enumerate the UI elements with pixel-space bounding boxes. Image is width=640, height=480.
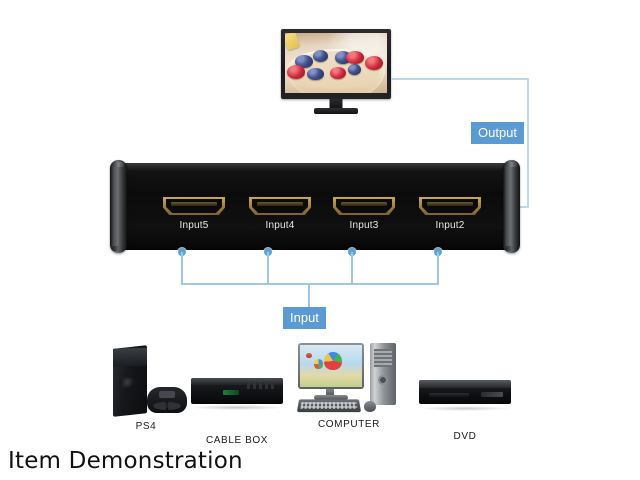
device-label: CABLE BOX — [205, 435, 269, 446]
hot-air-balloon-icon — [323, 351, 343, 371]
port-label: Input4 — [265, 220, 295, 231]
switch-port-input4[interactable]: Input4 — [237, 197, 323, 231]
device-label: PS4 — [135, 421, 157, 432]
tv-monitor — [281, 29, 391, 117]
device-label: COMPUTER — [317, 419, 381, 430]
blueberry-icon — [295, 54, 313, 68]
switch-port-input5[interactable]: Input5 — [151, 197, 237, 231]
switch-port-input3[interactable]: Input3 — [321, 197, 407, 231]
tv-stand-neck — [329, 99, 343, 109]
cable-box-buttons — [247, 383, 275, 389]
hdmi-switch: Input5 Input4 Input3 Input2 — [110, 160, 520, 253]
switch-right-edge — [503, 160, 520, 253]
hdmi-port-icon — [163, 197, 225, 215]
pc-monitor-neck — [326, 389, 334, 396]
port-label: Input3 — [349, 220, 379, 231]
pineapple-icon — [285, 33, 301, 51]
blueberry-icon — [348, 64, 362, 75]
dvd-player-icon — [417, 372, 513, 412]
ps4-controller — [147, 387, 187, 413]
page-title: Item Demonstration — [8, 448, 243, 474]
output-line-top — [391, 78, 529, 80]
pc-monitor — [298, 343, 364, 389]
dvd-display — [481, 392, 503, 397]
cable-box-shadow — [189, 405, 285, 410]
tv-bezel — [281, 29, 391, 99]
output-badge: Output — [471, 122, 525, 144]
raspberry-icon — [287, 65, 306, 80]
switch-top-edge — [122, 163, 508, 171]
input-drop-2 — [437, 252, 439, 284]
source-device-computer[interactable]: COMPUTER — [296, 341, 402, 430]
input-badge-stem — [308, 283, 310, 309]
keyboard-icon — [296, 399, 362, 413]
raspberry-icon — [329, 66, 347, 80]
port-label: Input5 — [179, 220, 209, 231]
input-drop-4 — [267, 252, 269, 284]
blueberry-icon — [307, 67, 324, 81]
output-line-right — [527, 78, 529, 208]
mouse-icon — [364, 401, 376, 412]
pc-monitor-base — [314, 395, 348, 400]
source-device-dvd[interactable]: DVD — [417, 372, 513, 442]
hdmi-port-icon — [333, 197, 395, 215]
dvd-disc-tray — [429, 393, 469, 397]
input-drop-5 — [181, 252, 183, 284]
switch-port-input2[interactable]: Input2 — [407, 197, 493, 231]
switch-port-row: Input5 Input4 Input3 Input2 — [122, 197, 508, 247]
pc-tower — [370, 343, 396, 405]
fruit-image — [285, 33, 387, 93]
port-label: Input2 — [435, 220, 465, 231]
raspberry-icon — [346, 51, 364, 65]
hdmi-port-icon — [249, 197, 311, 215]
desktop-computer-icon — [296, 341, 402, 417]
source-device-cable-box[interactable]: CABLE BOX — [187, 368, 287, 446]
hot-air-balloon-icon — [306, 352, 312, 358]
hot-air-balloon-icon — [313, 359, 323, 369]
input-badge: Input — [283, 307, 326, 329]
device-label: DVD — [453, 431, 477, 442]
hdmi-port-icon — [419, 197, 481, 215]
dvd-shadow — [419, 406, 511, 411]
game-console-icon — [105, 345, 187, 417]
tv-stand-base — [314, 108, 358, 114]
set-top-box-icon — [187, 368, 287, 412]
pc-screen — [300, 345, 362, 387]
raspberry-icon — [364, 55, 383, 71]
blueberry-icon — [312, 49, 328, 62]
ps4-console-body — [113, 345, 147, 417]
source-device-ps4[interactable]: PS4 — [105, 345, 187, 432]
input-bus-line — [181, 283, 439, 285]
cable-box-display — [223, 390, 239, 395]
switch-left-edge — [110, 160, 127, 253]
tv-screen — [285, 33, 387, 93]
input-drop-3 — [351, 252, 353, 284]
